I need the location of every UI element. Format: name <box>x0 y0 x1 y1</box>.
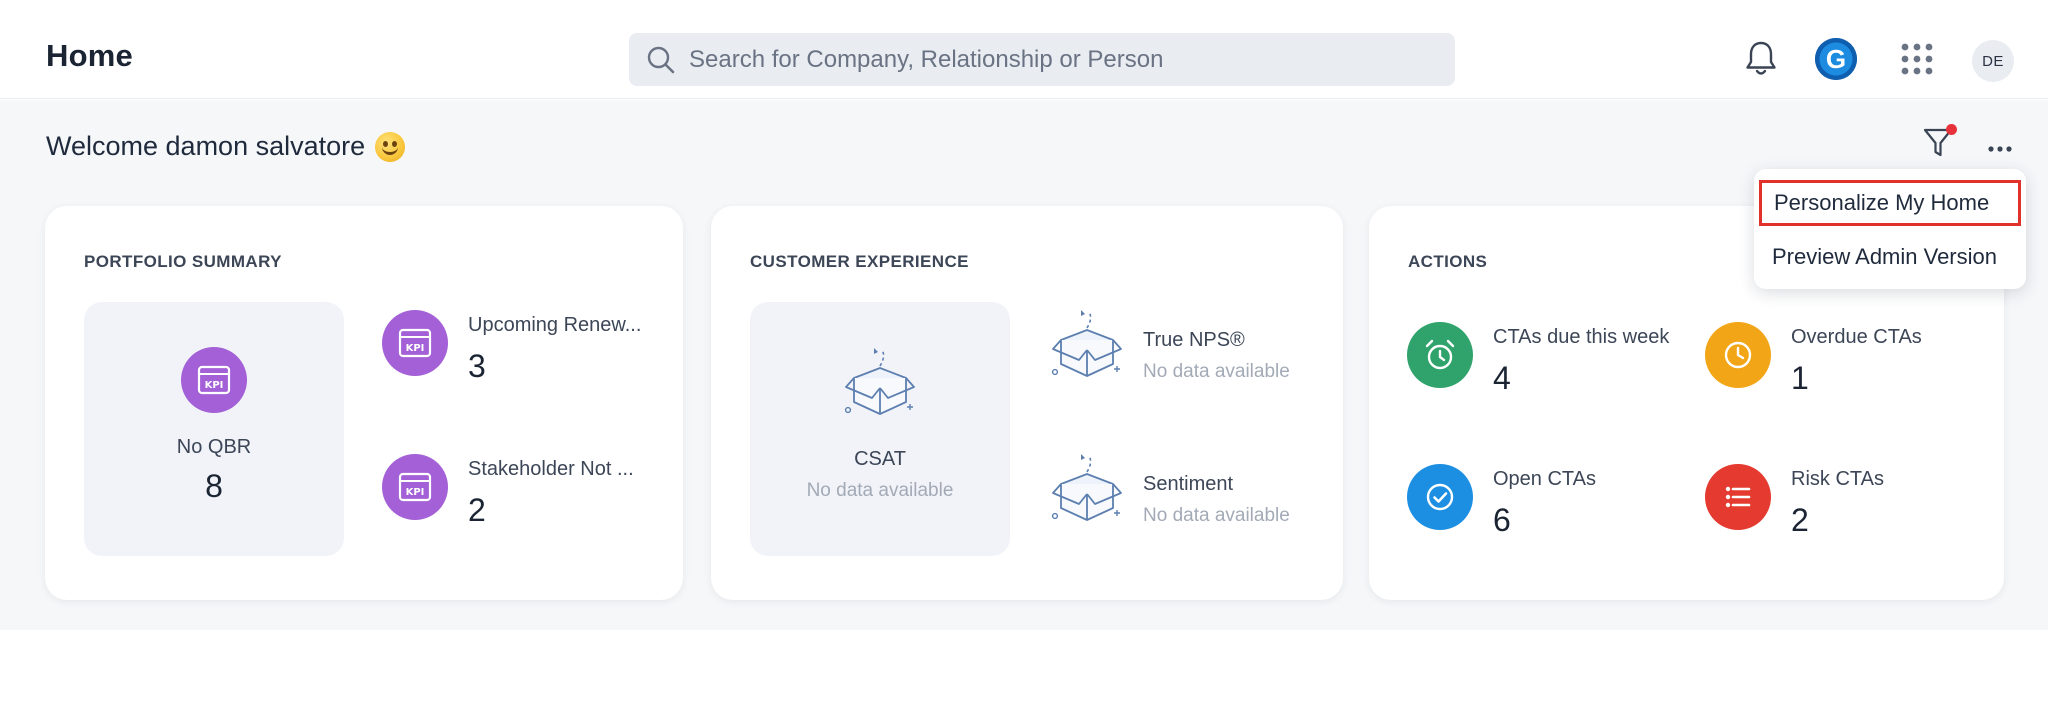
g-logo-icon[interactable]: G <box>1815 38 1857 80</box>
empty-box-icon <box>1047 450 1127 535</box>
customer-experience-card: CUSTOMER EXPERIENCE CSAT No data availab… <box>711 206 1343 600</box>
search-input[interactable] <box>689 33 1429 86</box>
metric-label: True NPS® <box>1143 329 1245 351</box>
no-data-text: No data available <box>806 480 954 501</box>
metric-label: Stakeholder Not ... <box>468 458 634 480</box>
portfolio-summary-card: PORTFOLIO SUMMARY KPI No QBR 8 KPI Upcom… <box>45 206 683 600</box>
top-bar: Home G DE <box>0 0 2048 99</box>
no-data-text: No data available <box>1143 505 1290 526</box>
card-title: CUSTOMER EXPERIENCE <box>750 252 969 271</box>
stakeholder-metric[interactable]: KPI Stakeholder Not ... 2 <box>382 454 662 528</box>
svg-text:KPI: KPI <box>205 380 224 391</box>
user-avatar[interactable]: DE <box>1972 40 2014 82</box>
true-nps-metric[interactable]: True NPS® No data available <box>1047 306 1327 386</box>
ctas-due-this-week[interactable]: CTAs due this week 4 <box>1407 322 1687 396</box>
app-grid-icon[interactable] <box>1901 43 1933 80</box>
alarm-clock-icon <box>1407 322 1473 388</box>
no-data-text: No data available <box>1143 361 1290 382</box>
list-icon <box>1705 464 1771 530</box>
metric-label: CTAs due this week <box>1493 326 1670 348</box>
metric-label: Sentiment <box>1143 473 1234 495</box>
welcome-message: Welcome damon salvatore <box>46 131 406 162</box>
upcoming-renewals-metric[interactable]: KPI Upcoming Renew... 3 <box>382 310 662 384</box>
search-bar[interactable] <box>629 33 1455 86</box>
metric-value: 2 <box>1791 502 1809 538</box>
card-title: ACTIONS <box>1408 252 1488 271</box>
smiley-emoji-icon <box>375 131 406 162</box>
clock-icon <box>1705 322 1771 388</box>
metric-label: Overdue CTAs <box>1791 326 1922 348</box>
more-options-menu: Personalize My Home Preview Admin Versio… <box>1754 169 2026 289</box>
search-icon <box>646 45 676 80</box>
tile-label: CSAT <box>854 448 906 470</box>
check-circle-icon <box>1407 464 1473 530</box>
metric-value: 4 <box>1493 360 1511 396</box>
metric-value: 2 <box>468 492 486 528</box>
metric-label: Risk CTAs <box>1791 468 1884 490</box>
kpi-icon: KPI <box>382 454 448 520</box>
svg-text:KPI: KPI <box>406 487 425 498</box>
tile-label: No QBR <box>176 436 252 458</box>
metric-label: Open CTAs <box>1493 468 1596 490</box>
svg-text:KPI: KPI <box>406 343 425 354</box>
notification-bell-icon[interactable] <box>1744 40 1778 83</box>
open-ctas[interactable]: Open CTAs 6 <box>1407 464 1687 538</box>
menu-item-preview-admin-version[interactable]: Preview Admin Version <box>1772 244 1997 269</box>
tile-value: 8 <box>205 468 223 504</box>
metric-value: 6 <box>1493 502 1511 538</box>
menu-item-personalize-my-home[interactable]: Personalize My Home <box>1759 180 2021 226</box>
page-title: Home <box>46 38 133 73</box>
metric-label: Upcoming Renew... <box>468 314 642 336</box>
more-options-icon[interactable] <box>1988 140 2012 158</box>
csat-tile[interactable]: CSAT No data available <box>750 302 1010 556</box>
overdue-ctas[interactable]: Overdue CTAs 1 <box>1705 322 1985 396</box>
filter-active-indicator <box>1946 124 1957 135</box>
empty-box-icon <box>1047 306 1127 391</box>
metric-value: 1 <box>1791 360 1809 396</box>
sentiment-metric[interactable]: Sentiment No data available <box>1047 450 1327 530</box>
card-title: PORTFOLIO SUMMARY <box>84 252 282 271</box>
kpi-icon: KPI <box>181 347 247 413</box>
metric-value: 3 <box>468 348 486 384</box>
empty-box-icon <box>840 344 920 429</box>
kpi-icon: KPI <box>382 310 448 376</box>
no-qbr-tile[interactable]: KPI No QBR 8 <box>84 302 344 556</box>
welcome-text: Welcome damon salvatore <box>46 131 366 161</box>
risk-ctas[interactable]: Risk CTAs 2 <box>1705 464 1985 538</box>
